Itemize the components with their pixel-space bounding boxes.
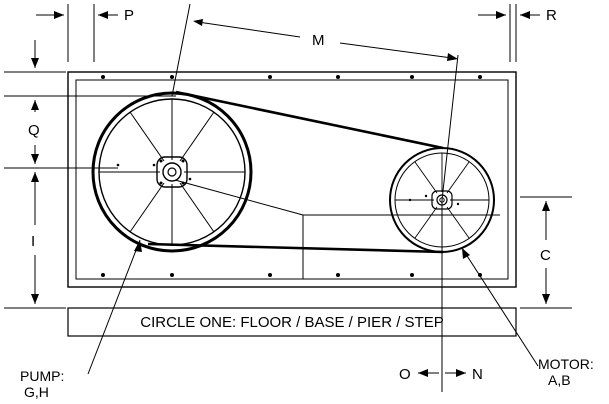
pump-hub-bore [162,162,182,182]
dim-label-i: I [31,233,35,250]
bolt [410,75,414,79]
bolt [101,75,105,79]
dim-label-o: O [399,366,411,383]
frame-diagonal [174,179,304,216]
pump-sheave [91,91,253,253]
frame-outer [67,71,517,288]
skid-frame [67,71,517,288]
belt-top [175,90,444,150]
motor-hub-bolts [408,194,460,206]
mounting-bolts [101,75,482,277]
bolt [478,75,482,79]
base-pad: CIRCLE ONE: FLOOR / BASE / PIER / STEP [67,307,517,337]
bolt [268,273,272,277]
dim-label-n: N [472,366,483,383]
pump-sheave-spokes [99,99,245,245]
pump-hub-bolts [116,159,192,185]
pump-sheave-rim-outer [91,91,253,253]
dim-label-r: R [546,7,557,24]
base-label: CIRCLE ONE: FLOOR / BASE / PIER / STEP [140,314,443,331]
pump-label-line2: G,H [24,384,49,400]
motor-label-line1: MOTOR: [538,356,594,372]
motor-label-line2: A,B [548,372,571,388]
bolt [101,273,105,277]
base-pad-outline [67,307,517,337]
pump-hub [156,156,188,188]
callouts: PUMP: G,H MOTOR: A,B [20,356,594,400]
dim-label-q: Q [28,122,40,139]
dim-label-p: P [124,7,134,24]
bolt [170,273,174,277]
dim-label-c: C [540,247,551,264]
bolt [170,75,174,79]
dimension-labels: P M R Q I C O N [28,7,557,383]
dim-label-m: M [312,32,325,49]
arrowheads [31,11,550,377]
bolt [410,273,414,277]
frame-inner [75,79,509,280]
pump-label-line1: PUMP: [20,368,64,384]
bolt [268,75,272,79]
bolt [336,75,340,79]
pump-shaft [167,167,177,177]
dimension-lines [4,3,572,392]
bolt [336,273,340,277]
